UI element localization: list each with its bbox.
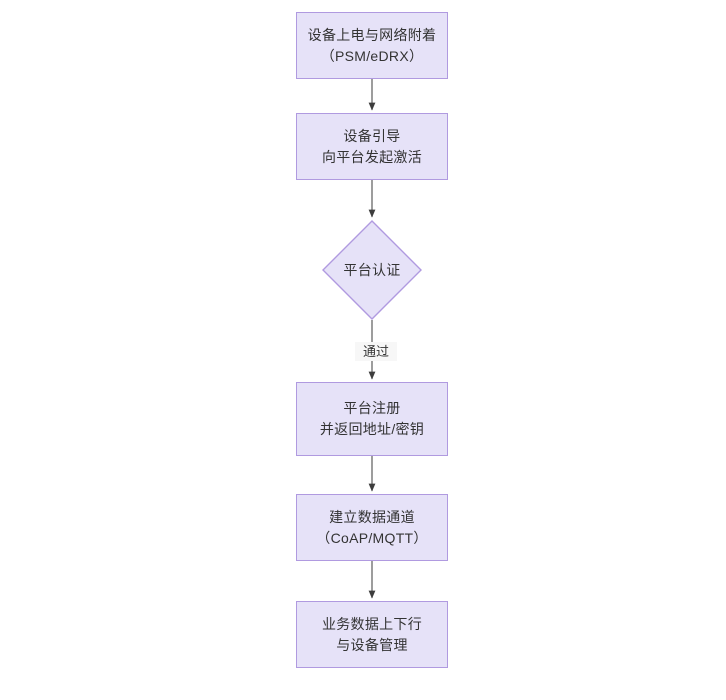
flow-node-line-2: 并返回地址/密钥: [319, 421, 425, 437]
edge-label-pass: 通过: [355, 342, 397, 361]
diamond-shape: [322, 220, 422, 320]
flow-node-business-data[interactable]: 业务数据上下行 与设备管理: [296, 601, 448, 668]
flow-node-line-2: 向平台发起激活: [321, 148, 423, 165]
flow-node-line-1: 设备引导: [343, 127, 401, 144]
flow-node-platform-register[interactable]: 平台注册 并返回地址/密钥: [296, 382, 448, 456]
flow-node-device-bootstrap[interactable]: 设备引导 向平台发起激活: [296, 113, 448, 180]
flow-node-line-1: 设备上电与网络附着: [307, 26, 437, 43]
flow-node-line-2: 与设备管理: [336, 636, 408, 653]
flow-node-data-channel[interactable]: 建立数据通道 （CoAP/MQTT）: [296, 494, 448, 561]
flow-node-line-2: （PSM/eDRX）: [320, 47, 424, 64]
flow-node-device-power-on[interactable]: 设备上电与网络附着 （PSM/eDRX）: [296, 12, 448, 79]
flow-node-line-1: 建立数据通道: [329, 508, 415, 525]
flow-node-line-1: 业务数据上下行: [321, 615, 423, 632]
flow-node-line-1: 平台注册: [343, 400, 401, 416]
flow-node-line-2: （CoAP/MQTT）: [316, 529, 428, 546]
flow-node-platform-auth[interactable]: 平台认证: [322, 220, 422, 320]
